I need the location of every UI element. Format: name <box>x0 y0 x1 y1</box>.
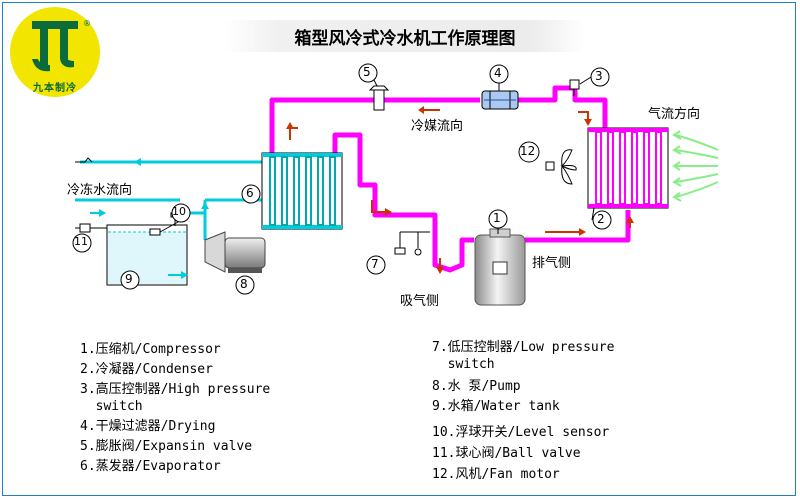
callout-7: 7 <box>371 257 379 271</box>
callout-leaders <box>373 76 595 234</box>
refrigerant-flow-label: 冷媒流向 <box>411 119 464 134</box>
high-pressure-switch <box>569 79 580 96</box>
legend-item: 3.高压控制器/High pressure <box>80 382 271 397</box>
legend-item: 7.低压控制器/Low pressure <box>432 340 615 355</box>
legend-item: switch <box>432 357 495 372</box>
callout-circle-7 <box>366 255 386 275</box>
condenser <box>587 127 669 209</box>
callout-5: 5 <box>363 65 371 79</box>
discharge-side-label: 排气侧 <box>532 256 572 271</box>
legend-right: 7.低压控制器/Low pressure switch 8.水 泵/Pump 9… <box>432 339 614 483</box>
compressor <box>474 228 526 306</box>
airflow-arrows <box>672 130 719 202</box>
title-band <box>225 20 585 52</box>
water-pump <box>204 231 266 273</box>
registered-mark: ® <box>83 19 91 28</box>
callout-11: 11 <box>74 235 88 248</box>
callout-circle-6 <box>241 184 261 204</box>
callout-circle-8 <box>235 275 255 295</box>
chilled-water-flow-label: 冷冻水流向 <box>67 183 133 198</box>
legend-item: 1.压缩机/Compressor <box>80 342 221 357</box>
callout-circle-12 <box>518 141 540 163</box>
low-pressure-switch <box>394 231 430 256</box>
drying-filter <box>481 90 519 110</box>
legend-item: 10.浮球开关/Level sensor <box>432 425 610 440</box>
callouts <box>72 63 612 295</box>
callout-8: 8 <box>240 277 248 291</box>
callout-9: 9 <box>125 272 133 286</box>
suction-side-label: 吸气侧 <box>400 294 440 309</box>
callout-10: 10 <box>172 205 186 218</box>
brand-logo: ® 九本制冷 <box>10 7 100 97</box>
callout-2: 2 <box>597 212 605 226</box>
brand-name: 九本制冷 <box>33 83 77 94</box>
legend-item: 8.水 泵/Pump <box>432 379 521 394</box>
callout-4: 4 <box>494 66 502 80</box>
legend-item: 11.球心阀/Ball valve <box>432 446 581 461</box>
legend-item: 6.蒸发器/Evaporator <box>80 459 221 474</box>
airflow-label: 气流方向 <box>648 107 701 122</box>
ball-valve <box>75 223 107 233</box>
legend-item: 5.膨胀阀/Expansin valve <box>80 439 253 454</box>
callout-1: 1 <box>493 211 501 225</box>
callout-circle-10 <box>171 203 191 223</box>
legend-left: 1.压缩机/Compressor 2.冷凝器/Condenser 3.高压控制器… <box>80 341 270 475</box>
fan-motor <box>545 149 577 185</box>
brand-logo-mark <box>32 21 78 72</box>
callout-6: 6 <box>246 186 254 200</box>
legend-item: 12.风机/Fan motor <box>432 467 560 482</box>
expansion-valve <box>368 85 390 111</box>
legend-item: switch <box>80 399 143 414</box>
callout-12: 12 <box>520 144 536 158</box>
callout-circle-11 <box>72 233 92 253</box>
legend-item: 4.干燥过滤器/Drying <box>80 419 216 434</box>
legend-item: 9.水箱/Water tank <box>432 399 560 414</box>
evaporator <box>261 152 343 230</box>
legend-item: 2.冷凝器/Condenser <box>80 362 213 377</box>
refrigerant-piping <box>269 85 631 273</box>
callout-circle-5 <box>358 63 378 83</box>
callout-circle-2 <box>592 210 612 230</box>
page-title: 箱型风冷式冷水机工作原理图 <box>294 29 516 49</box>
callout-circle-9 <box>120 270 140 290</box>
callout-3: 3 <box>595 69 603 83</box>
